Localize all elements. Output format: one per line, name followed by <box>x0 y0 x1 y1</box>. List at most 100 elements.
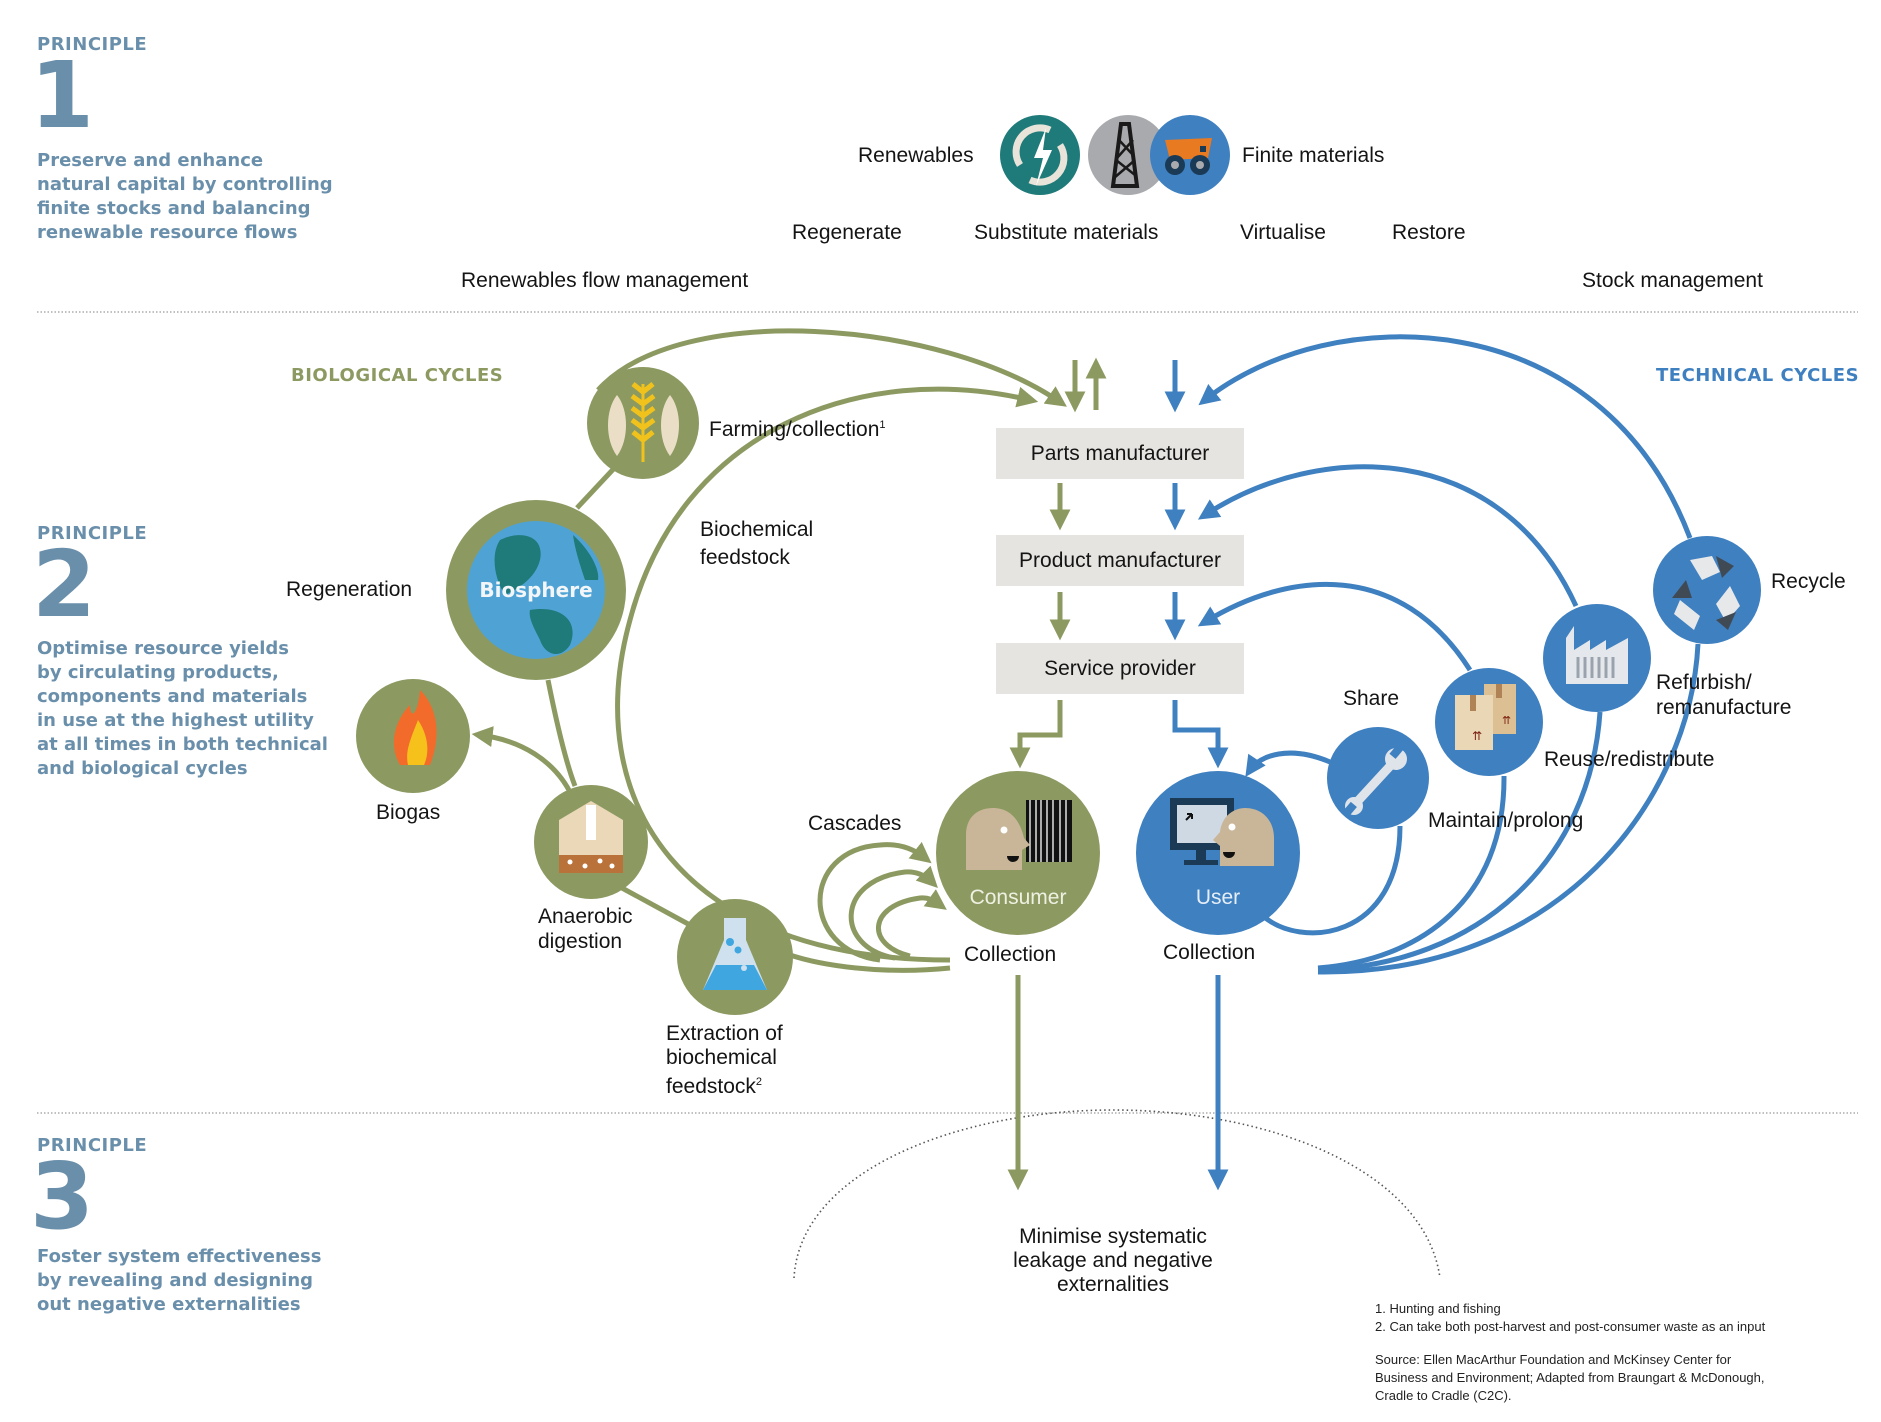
cascade-arrow-2 <box>848 865 938 961</box>
arrow-recycle-to-parts <box>1198 334 1693 539</box>
refurbish-factory-icon <box>1543 604 1651 712</box>
flow-collection-to-refurbish <box>1317 711 1603 973</box>
footnote-2: 2. Can take both post-harvest and post-c… <box>1375 1319 1766 1334</box>
principle-3-number: 3 <box>30 1143 95 1250</box>
flow-collection-to-reuse <box>1317 775 1507 971</box>
source-line: Cradle to Cradle (C2C). <box>1375 1388 1512 1403</box>
extraction-flask-icon <box>677 899 793 1015</box>
action-substitute-materials: Substitute materials <box>974 221 1159 244</box>
biogas-icon <box>356 679 470 793</box>
arrow-farming-to-parts <box>596 328 1067 407</box>
action-restore: Restore <box>1392 221 1466 244</box>
farming-collection-text: Farming/collection <box>709 418 880 441</box>
source-line: Business and Environment; Adapted from B… <box>1375 1370 1765 1385</box>
refurbish-line: Refurbish/ <box>1656 671 1752 694</box>
svg-text:⇈: ⇈ <box>1502 714 1511 727</box>
arrow-blue-service-to-user <box>1172 700 1229 769</box>
service-provider-box: Service provider <box>996 643 1244 694</box>
anaerobic-line: Anaerobic <box>538 905 633 928</box>
cascade-arrow-1 <box>817 841 932 963</box>
maintain-prolong-label: Maintain/prolong <box>1428 809 1584 832</box>
footnote-ref-2: 2 <box>755 1076 763 1088</box>
arrow-refurbish-to-product <box>1197 464 1579 608</box>
principle-2-line: components and materials <box>37 686 308 707</box>
source-line: Source: Ellen MacArthur Foundation and M… <box>1375 1352 1732 1367</box>
flow-user-to-maintain <box>1260 825 1403 936</box>
stock-management-label: Stock management <box>1582 269 1763 292</box>
principle-2-number: 2 <box>32 531 97 638</box>
regeneration-label: Regeneration <box>286 578 413 601</box>
principle-2-label: PRINCIPLE <box>37 523 148 544</box>
user-label: User <box>1195 886 1241 909</box>
consumer-collection-label: Collection <box>964 943 1057 966</box>
maintain-wrench-icon <box>1327 727 1429 829</box>
share-label: Share <box>1343 687 1400 710</box>
principle-3-line: by revealing and designing <box>37 1270 314 1291</box>
consumer-label: Consumer <box>969 886 1067 909</box>
principle-3-line: Foster system effectiveness <box>37 1246 322 1267</box>
finite-materials-label: Finite materials <box>1242 144 1385 167</box>
refurbish-remanufacture-label: Refurbish/ remanufacture <box>1656 670 1791 720</box>
flow-collection-to-recycle <box>1317 643 1701 975</box>
reuse-redistribute-label: Reuse/redistribute <box>1544 748 1715 771</box>
biological-cycles-heading: BIOLOGICAL CYCLES <box>291 365 504 386</box>
action-virtualise: Virtualise <box>1240 221 1326 244</box>
anaerobic-digestion-icon <box>534 785 648 899</box>
arrow-reuse-to-service <box>1197 581 1473 672</box>
principle-2-line: at all times in both technical <box>37 734 328 755</box>
user-collection-label: Collection <box>1163 941 1256 964</box>
technical-cycles-heading: TECHNICAL CYCLES <box>1656 365 1860 386</box>
arrow-maintain-to-user <box>1245 750 1331 777</box>
farming-icon <box>587 367 699 479</box>
principle-3-line: out negative externalities <box>37 1294 301 1315</box>
principle-1-number: 1 <box>30 42 95 149</box>
biochemical-feedstock-label: Biochemical feedstock <box>700 516 813 572</box>
principle-1-label: PRINCIPLE <box>37 34 148 55</box>
mining-truck-icon <box>1150 115 1230 195</box>
biochemical-feedstock-line: feedstock <box>700 546 790 569</box>
extraction-line: feedstock <box>666 1075 756 1098</box>
biosphere-label: Biosphere <box>479 578 593 602</box>
principle-1-line: renewable resource flows <box>37 222 298 243</box>
biochemical-feedstock-line: Biochemical <box>700 518 814 541</box>
flow-collection-to-extraction <box>789 952 951 973</box>
arrow-anaerobic-to-biogas <box>471 726 575 798</box>
cascades-label: Cascades <box>808 812 902 835</box>
flow-anaerobic-extraction <box>620 885 692 928</box>
principle-2-line: in use at the highest utility <box>37 710 314 731</box>
svg-text:⇈: ⇈ <box>1472 729 1482 743</box>
farming-collection-label: Farming/collection1 <box>709 413 886 442</box>
renewables-label: Renewables <box>858 144 974 167</box>
principle-1-line: finite stocks and balancing <box>37 198 311 219</box>
leakage-line: externalities <box>1056 1273 1170 1296</box>
principle-1-line: Preserve and enhance <box>37 150 264 171</box>
extraction-label: Extraction of biochemical feedstock2 <box>666 1022 783 1099</box>
principle-1-text: Preserve and enhance natural capital by … <box>37 149 333 245</box>
arrow-green-service-to-consumer <box>1009 700 1063 769</box>
principle-2-line: and biological cycles <box>37 758 248 779</box>
biogas-label: Biogas <box>376 801 441 824</box>
footnote-1: 1. Hunting and fishing <box>1375 1301 1501 1316</box>
principle-3-label: PRINCIPLE <box>37 1135 148 1156</box>
principle-2-text: Optimise resource yields by circulating … <box>37 637 328 781</box>
principle-1-line: natural capital by controlling <box>37 174 333 195</box>
extraction-line: biochemical <box>666 1046 777 1069</box>
cascade-arrow-3 <box>876 889 947 959</box>
principle-2-line: by circulating products, <box>37 662 279 683</box>
product-manufacturer-box: Product manufacturer <box>996 535 1244 586</box>
consumer-icon <box>936 771 1100 935</box>
anaerobic-line: digestion <box>538 930 623 953</box>
leakage-line: leakage and negative <box>1013 1249 1213 1272</box>
oil-rig-icon <box>1088 115 1168 195</box>
refurbish-line: remanufacture <box>1656 696 1792 719</box>
biosphere-icon <box>446 500 626 680</box>
user-icon <box>1136 771 1300 935</box>
recycle-icon <box>1653 536 1761 644</box>
renewables-icon <box>1000 115 1080 195</box>
footnote-ref-1: 1 <box>879 419 886 431</box>
footnotes: 1. Hunting and fishing 2. Can take both … <box>1375 1300 1765 1405</box>
recycle-label: Recycle <box>1771 570 1846 593</box>
parts-manufacturer-box: Parts manufacturer <box>996 428 1244 479</box>
principle-3-text: Foster system effectiveness by revealing… <box>37 1245 321 1317</box>
